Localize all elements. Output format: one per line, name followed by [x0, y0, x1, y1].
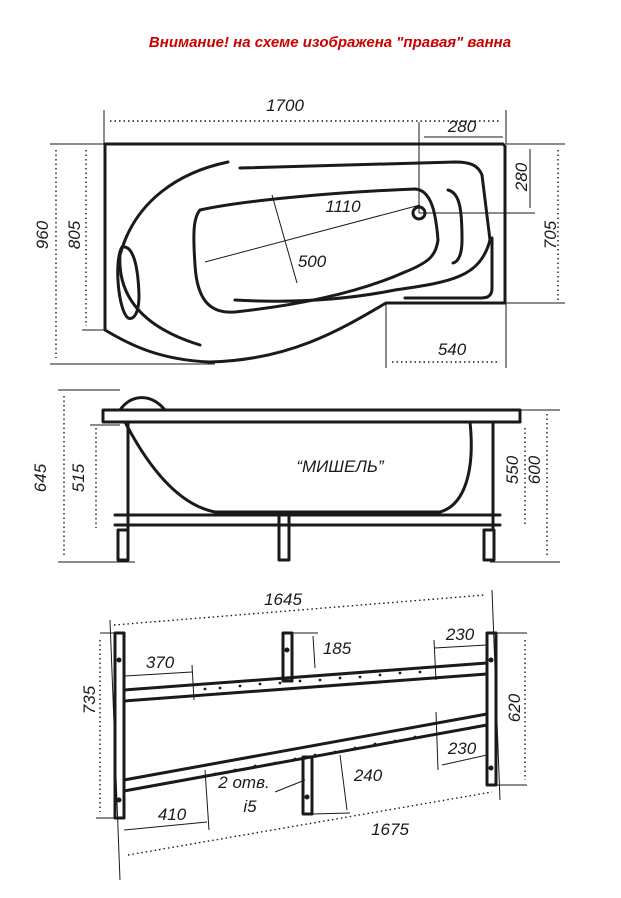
rail-top [122, 661, 489, 703]
dim-645: 645 [31, 463, 50, 492]
dim-230-bottom: 230 [447, 739, 477, 758]
dim-230-top: 230 [445, 625, 475, 644]
dim-515: 515 [69, 463, 88, 492]
holes-label: 2 отв. [217, 773, 269, 792]
dim-1645: 1645 [264, 590, 302, 609]
rail-holes [116, 647, 494, 803]
dim-805: 805 [65, 220, 84, 249]
dim-drain-y: 280 [512, 162, 531, 192]
top-view: 1700 280 280 705 960 805 540 1110 500 [33, 96, 565, 368]
dim-410: 410 [158, 805, 187, 824]
foot-middle [277, 513, 291, 562]
dim-620: 620 [505, 693, 524, 722]
tub-outline-top [103, 142, 507, 364]
armrest-groove [446, 188, 464, 265]
dim-length: 1700 [266, 96, 304, 115]
dim-540: 540 [438, 340, 467, 359]
inner-rim [233, 160, 492, 303]
tub-rim [101, 408, 522, 424]
bracket-top [281, 631, 294, 683]
dim-735: 735 [80, 685, 99, 714]
warning-title: Внимание! на схеме изображена "правая" в… [149, 34, 511, 51]
holes-size: i5 [243, 797, 257, 816]
dim-185: 185 [323, 639, 352, 658]
legs [126, 420, 495, 532]
headrest [116, 245, 141, 320]
dim-960: 960 [33, 220, 52, 249]
dim-550: 550 [503, 455, 522, 484]
dim-1110: 1110 [325, 197, 361, 216]
inner-basin [192, 187, 440, 314]
headrest-side [118, 396, 167, 412]
dim-370: 370 [146, 653, 175, 672]
dim-drain-x: 280 [447, 117, 477, 136]
rail-bottom [122, 712, 489, 793]
seat-groove [403, 236, 494, 300]
frame-view: 1645 370 185 230 735 620 230 240 2 отв. … [80, 589, 527, 881]
side-view: “МИШЕЛЬ” 645 515 550 600 [31, 389, 560, 563]
dim-240: 240 [353, 766, 383, 785]
dim-500: 500 [298, 252, 327, 271]
tub-body-side [123, 420, 473, 514]
outer-curve [118, 160, 230, 347]
foot-right [482, 528, 496, 562]
dim-1675: 1675 [371, 820, 409, 839]
model-name: “МИШЕЛЬ” [296, 457, 385, 476]
foot-left [116, 528, 130, 562]
dim-600: 600 [525, 455, 544, 484]
bracket-bottom [301, 755, 314, 816]
dim-705: 705 [541, 220, 560, 249]
